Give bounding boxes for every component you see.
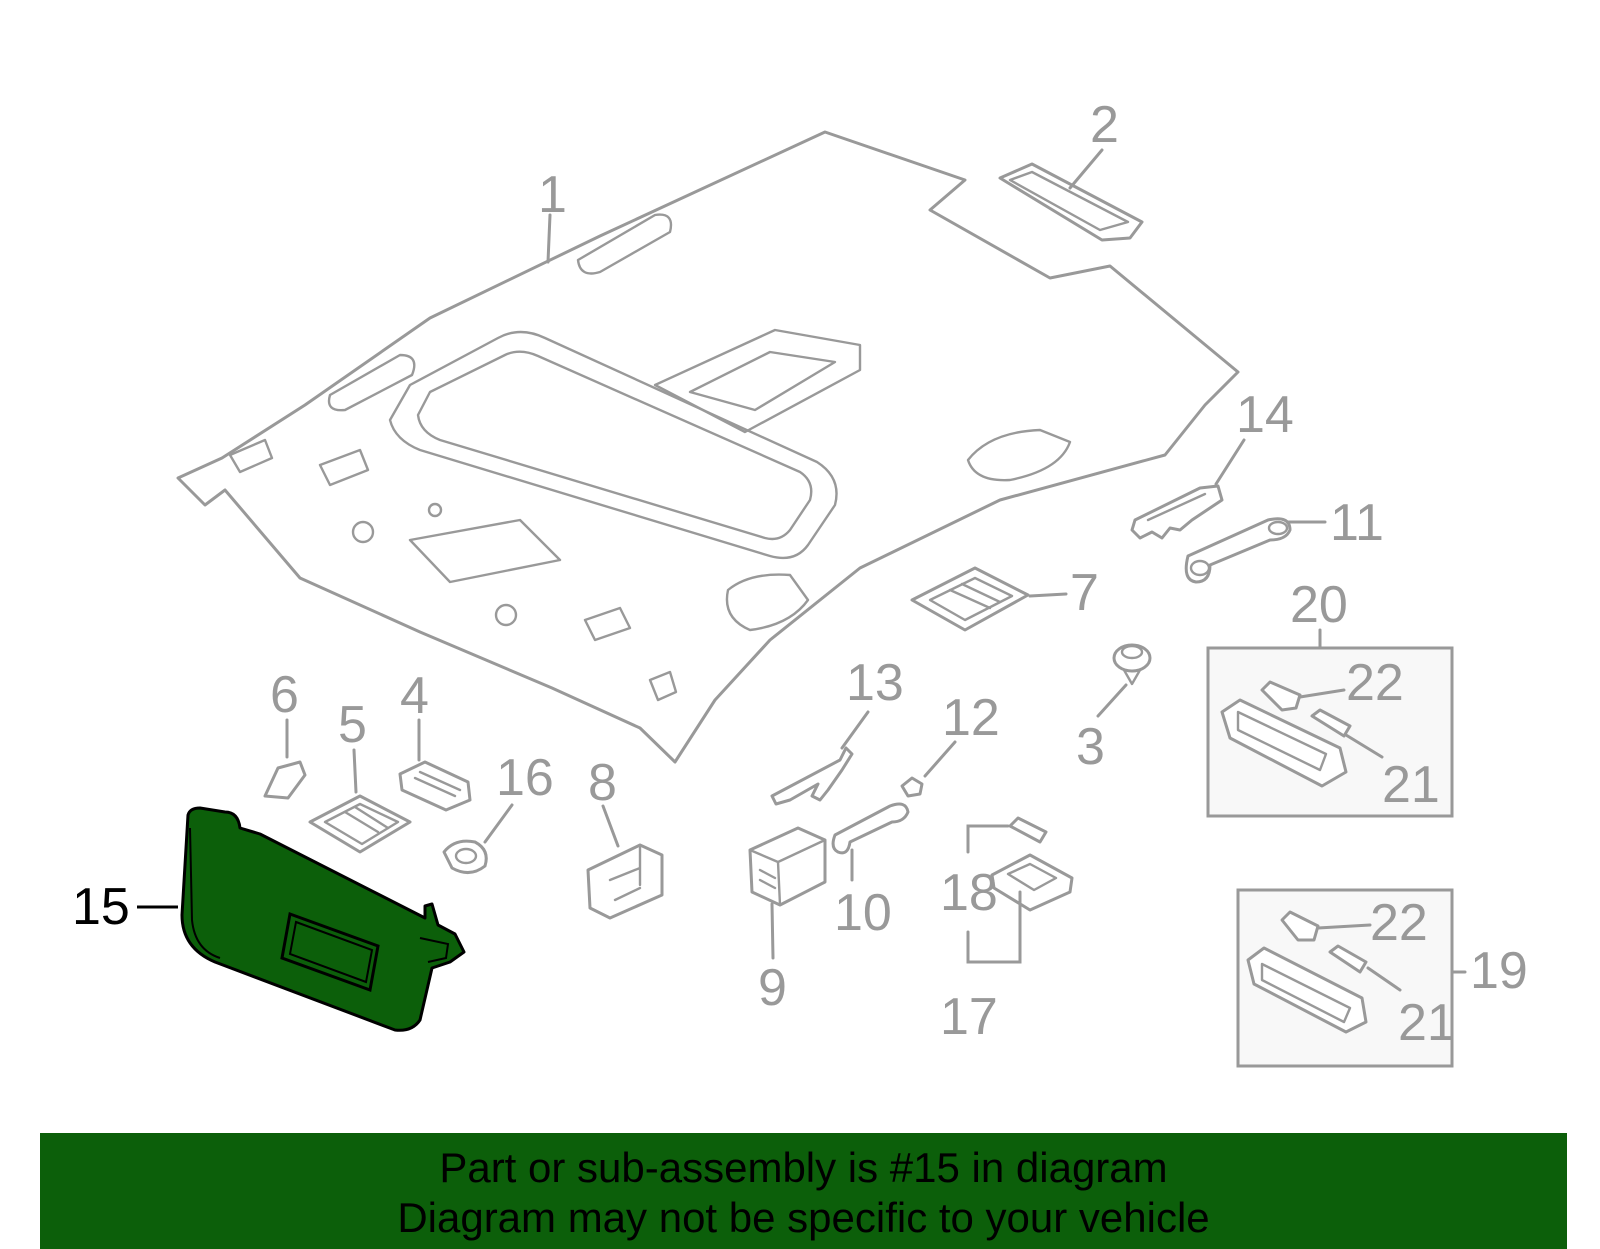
bracket-part-13[interactable] bbox=[770, 746, 854, 806]
banner-line-1: Part or sub-assembly is #15 in diagram bbox=[439, 1144, 1168, 1191]
bulb-part-18[interactable] bbox=[1008, 816, 1048, 844]
switch-part-8[interactable] bbox=[586, 843, 664, 920]
callout-12: 12 bbox=[942, 689, 1000, 747]
map-light-part-5[interactable] bbox=[308, 794, 412, 854]
callout-2: 2 bbox=[1090, 96, 1119, 154]
lamp-part-4[interactable] bbox=[398, 760, 472, 812]
callout-3: 3 bbox=[1076, 718, 1105, 776]
sun-visor-part-15[interactable] bbox=[180, 806, 466, 1032]
headliner-part-1[interactable] bbox=[176, 130, 1240, 764]
callout-22-bottom: 22 bbox=[1370, 894, 1428, 952]
callout-8: 8 bbox=[588, 754, 617, 812]
callout-9: 9 bbox=[758, 959, 787, 1017]
callout-7: 7 bbox=[1070, 564, 1099, 622]
banner-line-2: Diagram may not be specific to your vehi… bbox=[397, 1194, 1210, 1241]
callout-10: 10 bbox=[834, 884, 892, 942]
callout-6: 6 bbox=[270, 666, 299, 724]
grab-handle-part-11[interactable] bbox=[1184, 517, 1292, 584]
callout-1: 1 bbox=[538, 166, 567, 224]
leader-lines bbox=[137, 148, 1467, 992]
grab-handle-part-10[interactable] bbox=[831, 802, 910, 855]
callout-19: 19 bbox=[1470, 942, 1528, 1000]
callout-16: 16 bbox=[496, 749, 554, 807]
callout-13: 13 bbox=[846, 654, 904, 712]
callout-11: 11 bbox=[1330, 494, 1384, 552]
cover-part-6[interactable] bbox=[263, 760, 307, 800]
assembly-box-19[interactable] bbox=[1236, 888, 1454, 1068]
switch-part-9[interactable] bbox=[748, 826, 827, 907]
callout-21-bottom: 21 bbox=[1398, 994, 1456, 1052]
trim-part-2[interactable] bbox=[998, 162, 1144, 242]
info-banner: Part or sub-assembly is #15 in diagram D… bbox=[40, 1133, 1567, 1249]
clip-part-16[interactable] bbox=[442, 839, 488, 874]
callout-17: 17 bbox=[940, 988, 998, 1046]
lamp-part-17[interactable] bbox=[990, 853, 1074, 912]
callout-5: 5 bbox=[338, 696, 367, 754]
callout-15: 15 bbox=[72, 878, 130, 936]
callout-14: 14 bbox=[1236, 386, 1294, 444]
console-light-part-7[interactable] bbox=[910, 566, 1030, 632]
cap-part-12[interactable] bbox=[900, 776, 924, 798]
callout-22-top: 22 bbox=[1346, 654, 1404, 712]
assembly-box-20[interactable] bbox=[1206, 646, 1454, 818]
callout-18: 18 bbox=[940, 864, 998, 922]
callout-20: 20 bbox=[1290, 576, 1348, 634]
callout-21-top: 21 bbox=[1382, 756, 1440, 814]
bracket-part-14[interactable] bbox=[1130, 484, 1224, 540]
callout-4: 4 bbox=[400, 667, 429, 725]
callout-labels: 1 2 3 4 5 6 7 8 9 10 11 12 13 14 15 16 1… bbox=[72, 96, 1528, 1052]
clip-part-3[interactable] bbox=[1112, 643, 1152, 686]
